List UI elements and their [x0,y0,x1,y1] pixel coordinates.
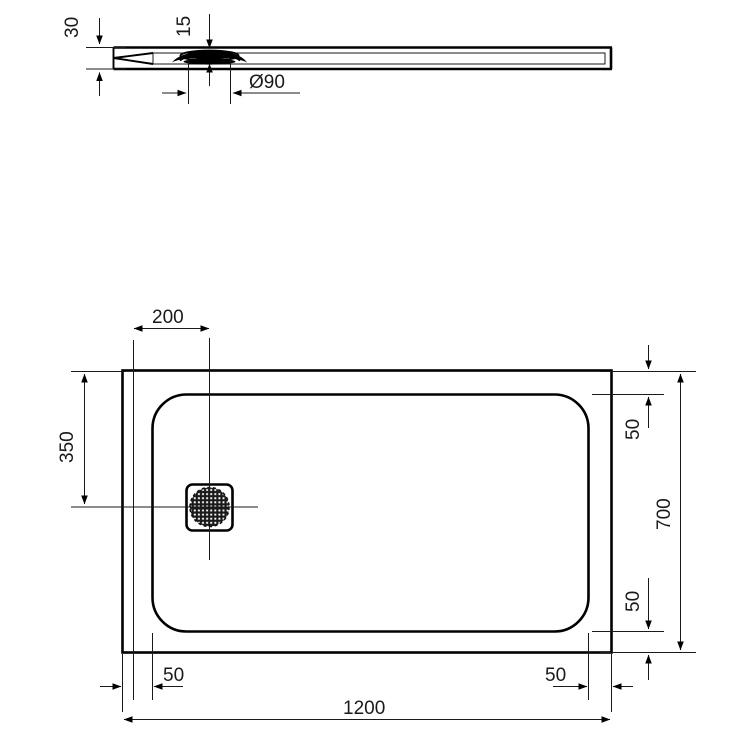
dim-label-200: 200 [152,307,184,328]
dim-label-dia90: Ø90 [249,72,285,93]
dim-label-50-bottom-right: 50 [623,591,644,612]
dim-label-1200: 1200 [343,698,385,719]
dim-drain-y-350: 350 [57,371,126,508]
dim-drain-diameter: Ø90 [162,60,300,104]
dim-label-350: 350 [57,431,78,463]
right-extension-lines [592,371,696,653]
tray-outer-rectangle [121,369,613,654]
dim-label-50-bottom-left: 50 [163,665,184,686]
plan-top-view: 200 350 50 700 [57,307,696,723]
dim-label-50-bottom-mid: 50 [545,665,566,686]
dim-rim-top-50: 50 [623,345,652,440]
dim-label-700: 700 [654,498,675,530]
dim-height-30: 30 [62,17,126,96]
dim-overall-depth-700: 700 [654,373,684,651]
dim-drain-15: 15 [174,14,213,86]
dim-label-50-top-right: 50 [623,419,644,440]
tray-inner-basin [151,393,590,633]
dim-rim-left-50: 50 [100,665,184,690]
dim-label-30: 30 [62,17,83,38]
dim-rim-bottom-50: 50 [623,578,652,680]
dim-overall-width-1200: 1200 [123,698,611,723]
dim-label-15: 15 [174,16,195,37]
dim-drain-x-200: 200 [133,307,210,700]
tray-profile-body [112,46,613,71]
dim-rim-right-50: 50 [545,665,633,690]
drain-dish-section [172,49,247,65]
bottom-extension-lines [122,633,612,712]
section-elevation-view: 30 15 Ø90 [62,14,613,104]
